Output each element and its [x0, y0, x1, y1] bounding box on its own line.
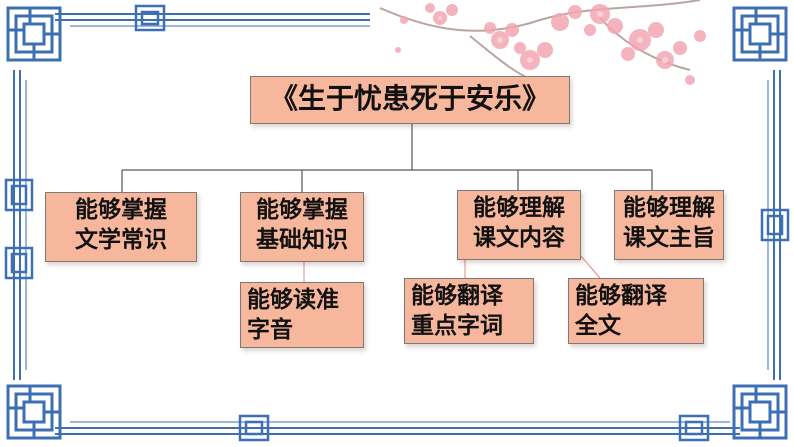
sub-link-full-text — [579, 254, 601, 279]
goal-understand-content: 能够理解 课文内容 — [457, 190, 581, 260]
goal-basic-knowledge: 能够掌握 基础知识 — [240, 192, 364, 262]
goal-translate-full-text: 能够翻译 全文 — [568, 278, 704, 344]
goal-pronunciation: 能够读准 字音 — [240, 282, 364, 348]
lesson-title-box: 《生于忧患死于安乐》 — [250, 76, 570, 124]
goal-understand-theme: 能够理解 课文主旨 — [614, 190, 724, 260]
goal-translate-key-words: 能够翻译 重点字词 — [404, 278, 534, 344]
goal-literary-knowledge: 能够掌握 文学常识 — [45, 192, 197, 262]
